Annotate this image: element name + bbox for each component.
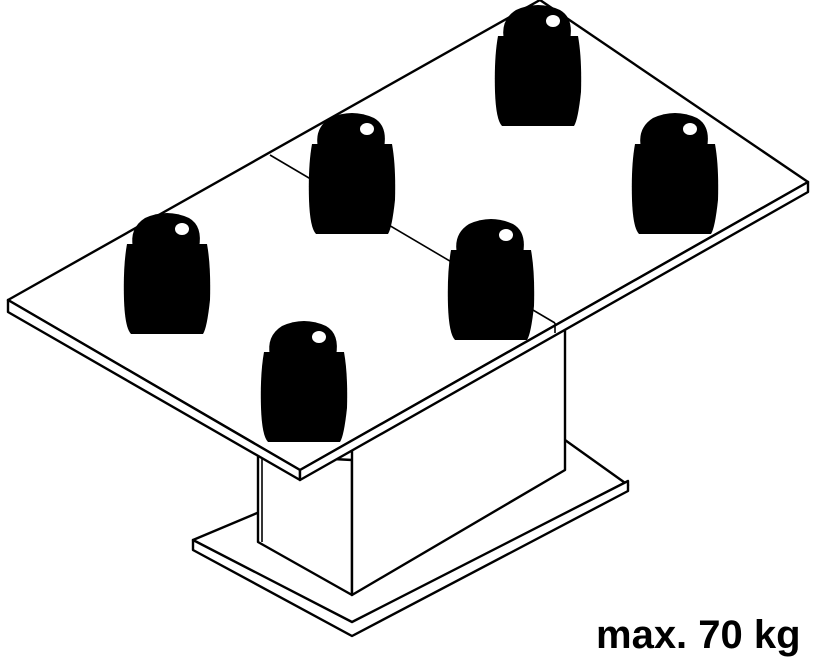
- weight-icon: [260, 321, 348, 442]
- weight-icon: [631, 113, 719, 234]
- tabletop: [6, 0, 810, 482]
- weight-icon: [308, 113, 396, 234]
- weight-icon: [494, 5, 582, 126]
- weight-icon: [447, 219, 535, 340]
- table-diagram: [6, 0, 810, 638]
- max-load-label: max. 70 kg: [596, 613, 801, 657]
- table-pedestal: [256, 318, 567, 597]
- weight-icon: [123, 213, 211, 334]
